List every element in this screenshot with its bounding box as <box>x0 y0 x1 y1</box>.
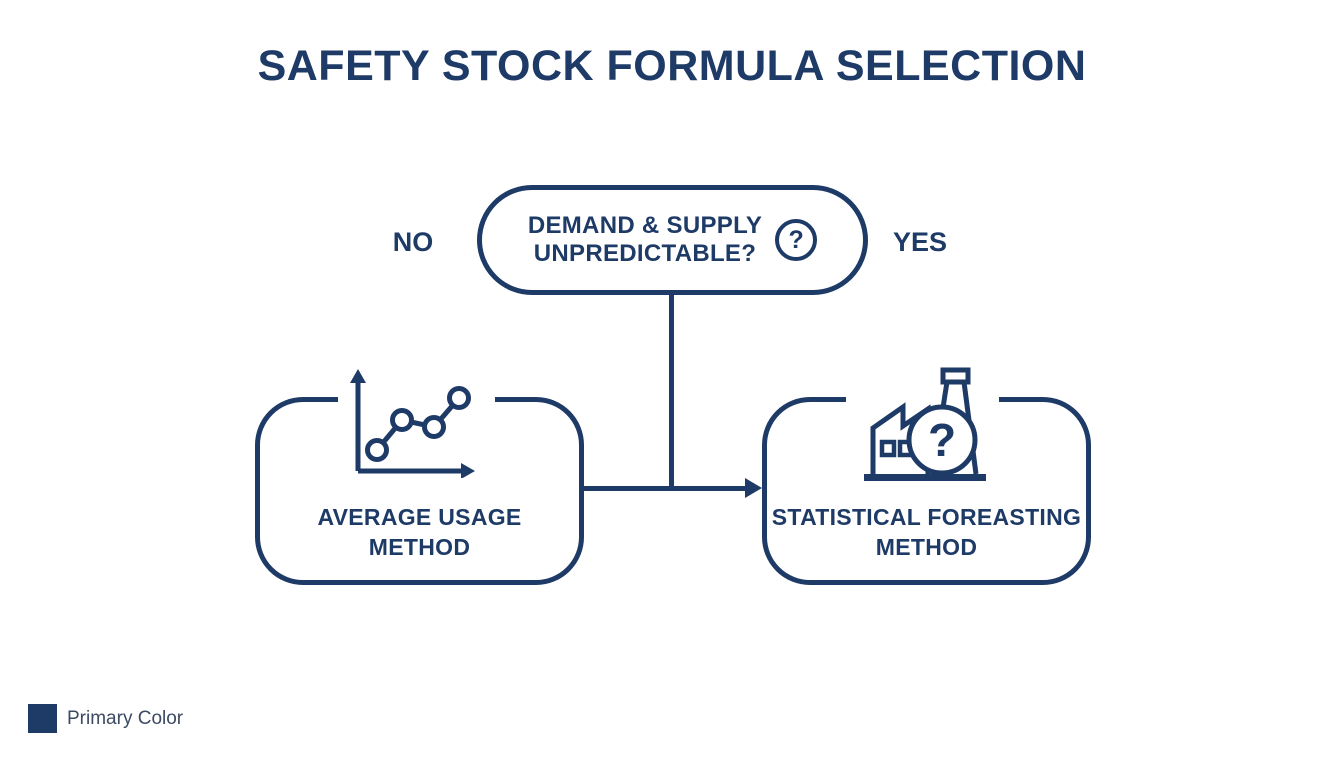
outcome-label-average-usage: AVERAGE USAGE METHOD <box>317 504 522 560</box>
decision-label: DEMAND & SUPPLY UNPREDICTABLE? <box>527 212 763 267</box>
border-gap-right <box>846 393 999 405</box>
branch-label-yes: YES <box>892 227 948 257</box>
connector-vertical-line <box>669 293 674 491</box>
outcome-label-statistical-forecasting: STATISTICAL FOREASTING METHOD <box>771 504 1082 560</box>
factory-question-icon: ? <box>864 367 986 481</box>
trend-chart-icon <box>350 369 475 478</box>
branch-label-no: NO <box>392 227 434 257</box>
factory-question-glyph: ? <box>928 414 956 466</box>
decision-node: DEMAND & SUPPLY UNPREDICTABLE? ? <box>477 185 868 295</box>
page-title: SAFETY STOCK FORMULA SELECTION <box>257 42 1087 90</box>
question-mark-glyph: ? <box>788 225 804 254</box>
legend: Primary Color <box>28 704 183 733</box>
question-mark-icon: ? <box>775 219 818 261</box>
outcome-box-average-usage: AVERAGE USAGE METHOD <box>255 397 584 585</box>
legend-label: Primary Color <box>67 707 184 729</box>
connector-horizontal-line <box>583 486 747 491</box>
legend-color-swatch <box>28 704 57 733</box>
connector-arrowhead <box>745 478 762 498</box>
